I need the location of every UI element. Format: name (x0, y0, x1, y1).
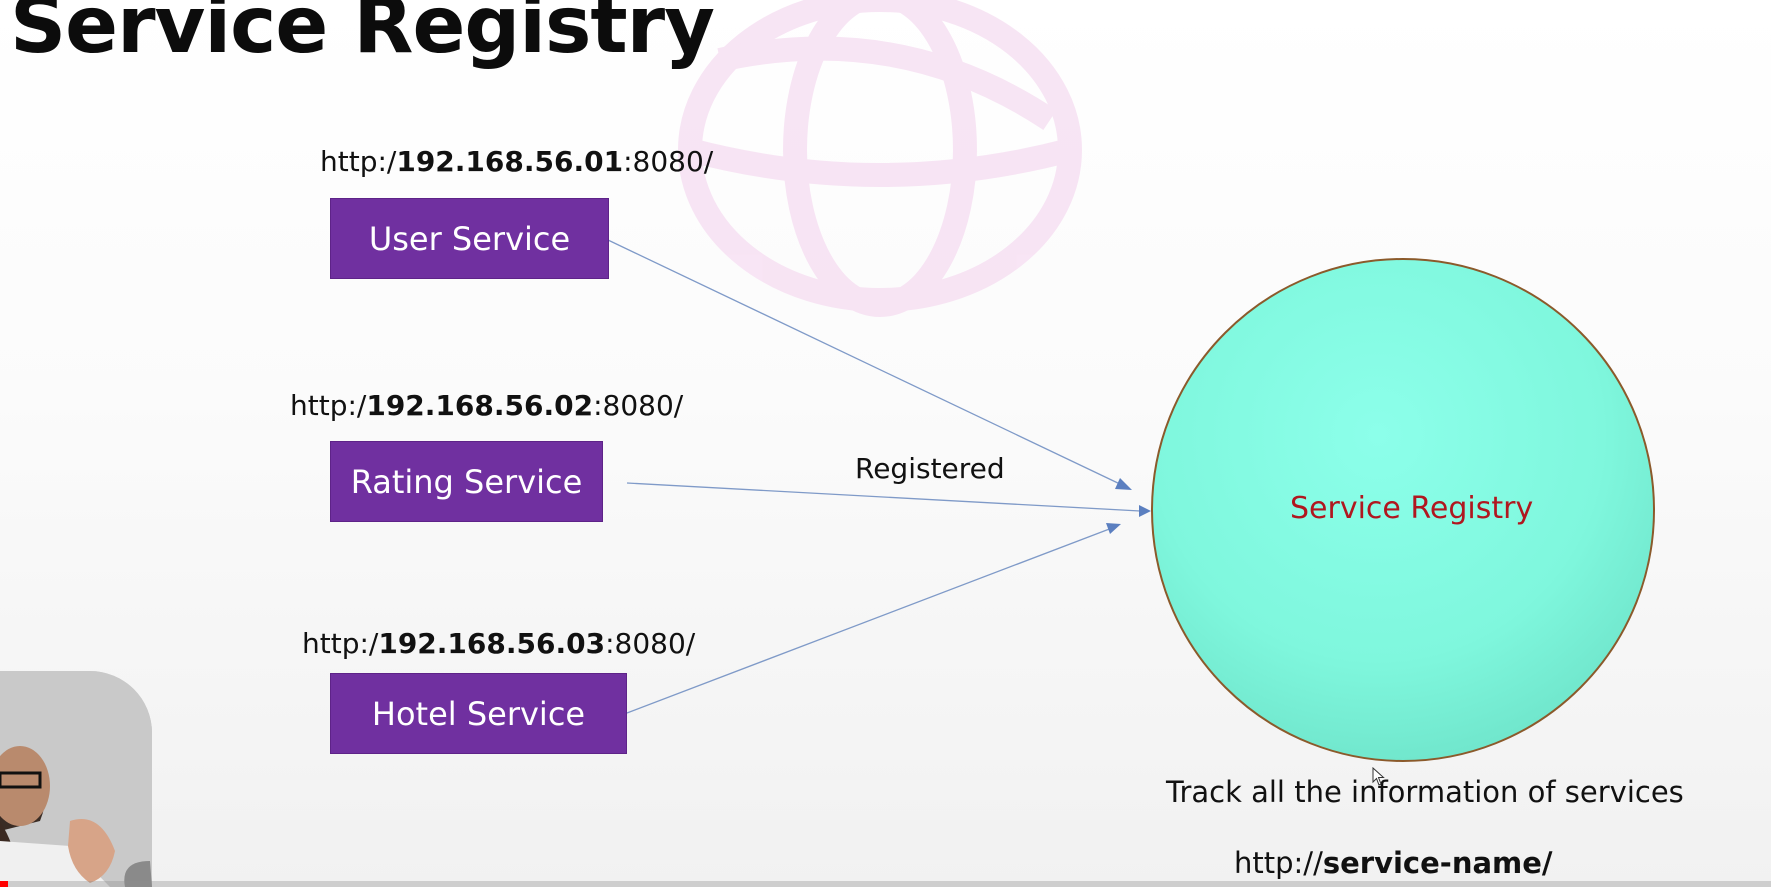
url-suffix: :8080/ (593, 389, 684, 422)
registry-url-name: service-name/ (1322, 846, 1553, 880)
mouse-cursor-icon (1372, 767, 1385, 786)
hotel-service-url: http:/192.168.56.03:8080/ (302, 630, 695, 658)
url-prefix: http:/ (290, 389, 367, 422)
url-host: 192.168.56.03 (378, 627, 606, 660)
url-prefix: http:/ (302, 627, 379, 660)
presenter-avatar-icon (0, 671, 152, 887)
page-title: Service Registry (10, 0, 715, 71)
arrow-hotel-to-registry (626, 527, 1113, 714)
url-suffix: :8080/ (623, 145, 714, 178)
arrow-rating-to-registry (626, 482, 1141, 512)
hotel-service-box: Hotel Service (330, 673, 627, 754)
service-registry-label: Service Registry (1290, 491, 1534, 526)
user-service-box: User Service (330, 198, 609, 279)
user-service-label: User Service (368, 219, 571, 258)
service-registry-circle (1151, 258, 1655, 762)
user-service-url: http:/192.168.56.01:8080/ (320, 148, 713, 176)
arrowhead-user (1115, 478, 1132, 490)
rating-service-url: http:/192.168.56.02:8080/ (290, 392, 683, 420)
registry-caption: Track all the information of services (1166, 775, 1684, 809)
registry-url-prefix: http:// (1234, 846, 1323, 880)
url-prefix: http:/ (320, 145, 397, 178)
rating-service-box: Rating Service (330, 441, 603, 522)
arrowhead-hotel (1106, 523, 1121, 534)
hotel-service-label: Hotel Service (371, 694, 586, 733)
registered-edge-label: Registered (855, 452, 1005, 485)
globe-watermark (678, 0, 1082, 317)
rating-service-label: Rating Service (350, 462, 583, 501)
url-host: 192.168.56.01 (396, 145, 624, 178)
video-progress-bar[interactable] (0, 881, 1771, 887)
arrow-user-to-registry (607, 239, 1123, 486)
presenter-webcam (0, 671, 152, 887)
registry-url: http://service-name/ (1234, 849, 1553, 878)
video-progress-fill (0, 881, 8, 887)
url-suffix: :8080/ (605, 627, 696, 660)
url-host: 192.168.56.02 (366, 389, 594, 422)
arrowhead-rating (1139, 505, 1151, 517)
